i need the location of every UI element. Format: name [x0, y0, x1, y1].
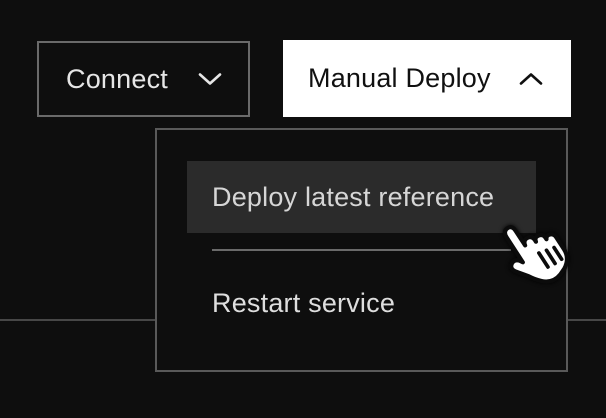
manual-deploy-button[interactable]: Manual Deploy: [283, 40, 571, 117]
chevron-down-icon: [198, 72, 222, 86]
chevron-up-icon: [519, 72, 543, 86]
menu-item-label: Deploy latest reference: [212, 181, 495, 212]
menu-divider: [212, 249, 511, 251]
manual-deploy-dropdown-menu: Deploy latest reference Restart service: [155, 128, 568, 372]
menu-item-restart-service[interactable]: Restart service: [187, 267, 536, 339]
menu-item-deploy-latest-reference[interactable]: Deploy latest reference: [187, 161, 536, 233]
menu-item-label: Restart service: [212, 287, 396, 318]
manual-deploy-button-label: Manual Deploy: [308, 63, 491, 93]
connect-button-label: Connect: [66, 63, 168, 94]
connect-button[interactable]: Connect: [37, 41, 250, 117]
